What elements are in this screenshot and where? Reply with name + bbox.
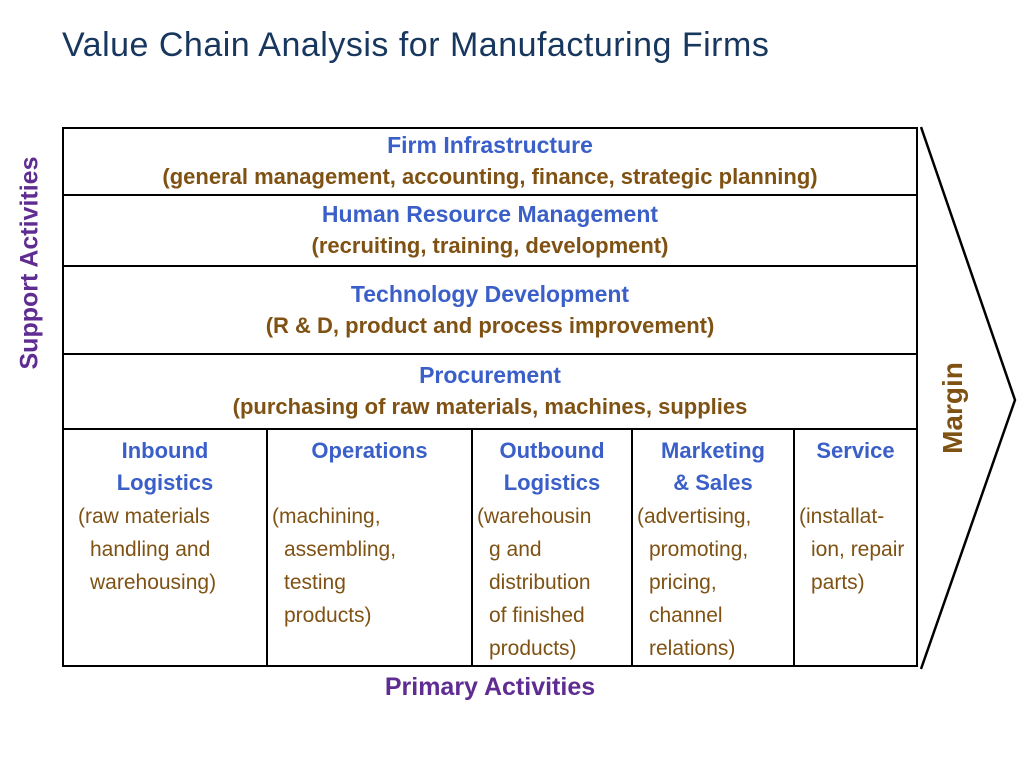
support-row-header: Procurement bbox=[419, 362, 561, 389]
primary-column-header: Inbound Logistics bbox=[116, 438, 214, 495]
support-row-description: (recruiting, training, development) bbox=[311, 233, 669, 259]
primary-column-marketing-sales: Marketing & Sales (advertising, promotin… bbox=[633, 430, 795, 665]
primary-column-description: (warehousin g and distribution of finish… bbox=[477, 505, 592, 660]
support-row-description: (R & D, product and process improvement) bbox=[265, 313, 715, 338]
support-row-header: Human Resource Management bbox=[321, 201, 659, 228]
primary-column-inbound-logistics: Inbound Logistics (raw materials handlin… bbox=[64, 430, 268, 665]
margin-arrow-icon bbox=[919, 126, 1017, 670]
support-row-description: (general management, accounting, finance… bbox=[162, 164, 818, 190]
support-row-description: (purchasing of raw materials, machines, … bbox=[232, 394, 748, 420]
support-row-technology-development: Technology Development (R & D, product a… bbox=[64, 267, 916, 355]
support-row-header: Firm Infrastructure bbox=[387, 132, 593, 159]
primary-column-header: Service bbox=[816, 438, 895, 463]
support-row-header: Technology Development bbox=[350, 281, 630, 307]
primary-activities-label: Primary Activities bbox=[384, 673, 596, 701]
primary-column-outbound-logistics: Outbound Logistics (warehousin g and dis… bbox=[473, 430, 633, 665]
value-chain-box: Firm Infrastructure (general management,… bbox=[62, 127, 918, 667]
support-row-firm-infrastructure: Firm Infrastructure (general management,… bbox=[64, 129, 916, 196]
primary-column-service: Service (installat- ion, repair parts) bbox=[795, 430, 916, 665]
primary-activities-row: Inbound Logistics (raw materials handlin… bbox=[64, 430, 916, 665]
primary-column-description: (installat- ion, repair parts) bbox=[799, 505, 905, 594]
primary-column-description: (advertising, promoting, pricing, channe… bbox=[637, 505, 752, 660]
page-title: Value Chain Analysis for Manufacturing F… bbox=[62, 26, 770, 64]
margin-label: Margin bbox=[937, 362, 968, 454]
primary-column-description: (machining, assembling, testing products… bbox=[272, 505, 397, 627]
primary-column-header: Marketing & Sales bbox=[661, 438, 765, 495]
primary-column-header: Outbound Logistics bbox=[499, 438, 605, 495]
primary-column-header: Operations bbox=[311, 438, 428, 463]
primary-column-operations: Operations (machining, assembling, testi… bbox=[268, 430, 473, 665]
support-activities-label: Support Activities bbox=[15, 156, 44, 370]
primary-column-description: (raw materials handling and warehousing) bbox=[78, 505, 217, 594]
support-row-procurement: Procurement (purchasing of raw materials… bbox=[64, 355, 916, 430]
support-row-human-resource-management: Human Resource Management (recruiting, t… bbox=[64, 196, 916, 268]
